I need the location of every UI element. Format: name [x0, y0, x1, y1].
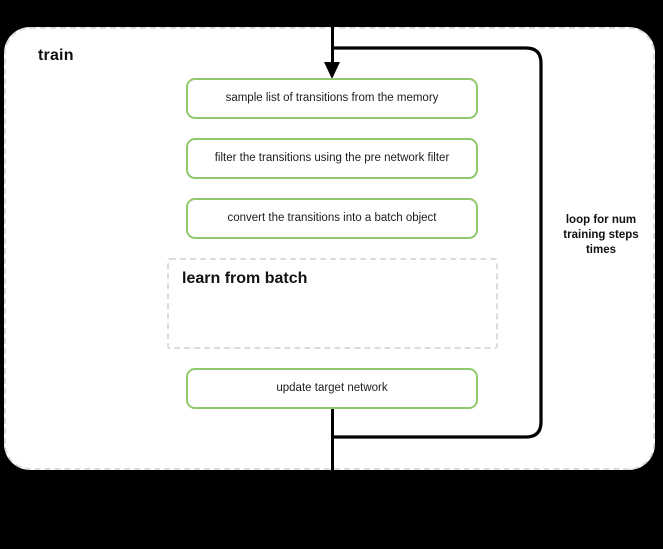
step-label: filter the transitions using the pre net…: [214, 151, 450, 164]
step-box-update-target-network[interactable]: update target network: [186, 368, 478, 409]
inflow-connector-line: [331, 0, 334, 70]
page-title: train: [38, 47, 74, 64]
step-label: update target network: [276, 381, 388, 394]
subgraph-learn-from-batch[interactable]: learn from batch: [167, 258, 498, 349]
step-label: convert the transitions into a batch obj…: [227, 211, 437, 224]
loop-caption: loop for num training steps times: [563, 214, 639, 257]
step-box-convert-to-batch[interactable]: convert the transitions into a batch obj…: [186, 198, 478, 239]
step-label: sample list of transitions from the memo…: [225, 91, 439, 104]
arrow-down-icon: [324, 62, 340, 79]
step-box-sample-transitions[interactable]: sample list of transitions from the memo…: [186, 78, 478, 119]
step-box-filter-transitions[interactable]: filter the transitions using the pre net…: [186, 138, 478, 179]
outflow-connector-line: [331, 409, 334, 471]
subgraph-title: learn from batch: [182, 270, 308, 287]
